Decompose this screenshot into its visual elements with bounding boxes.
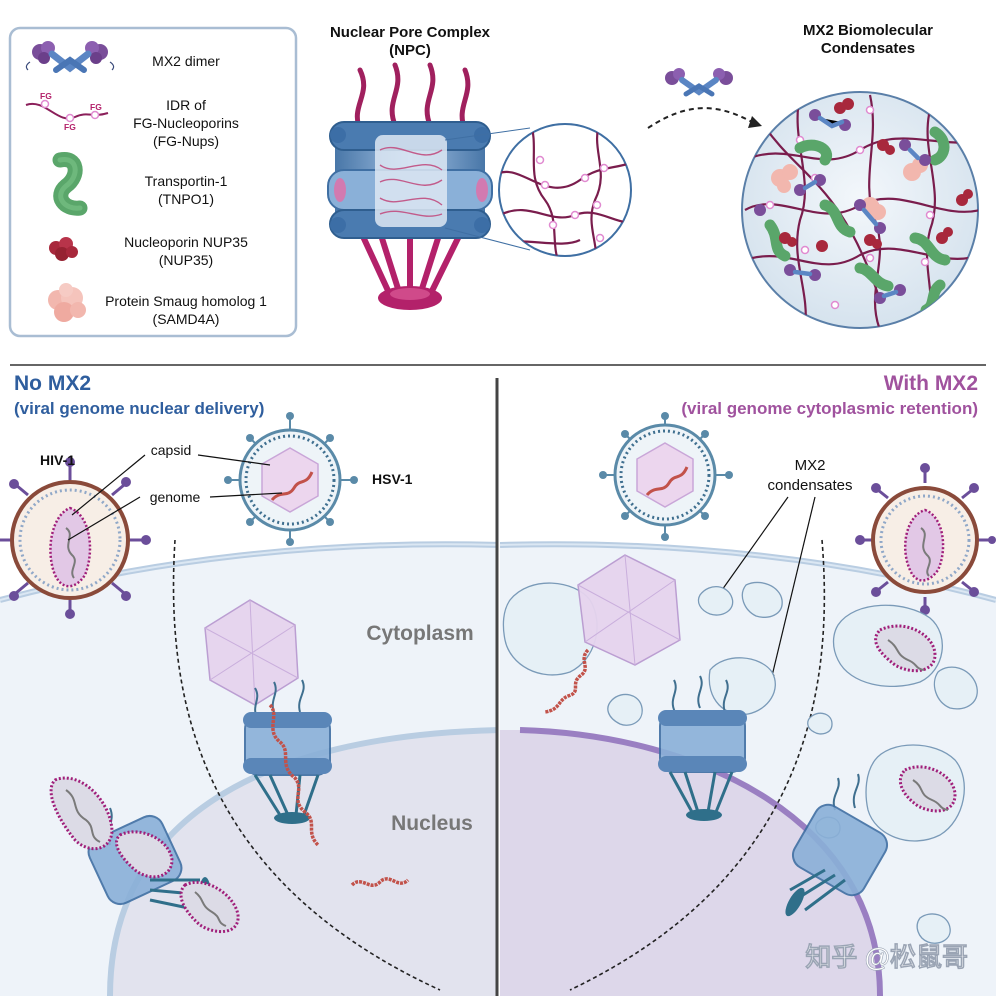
legend-label-samd4a-line2: (SAMD4A) (153, 311, 220, 327)
samd4a-icon (48, 283, 86, 322)
left-panel-heading: No MX2 (viral genome nuclear delivery) (14, 372, 264, 418)
legend-label-nup35-line1: Nucleoporin NUP35 (124, 234, 248, 250)
free-genome-left (350, 877, 410, 888)
left-heading: No MX2 (14, 372, 91, 395)
legend-label-mx2-dimer: MX2 dimer (152, 53, 220, 69)
legend: FG FG FG MX2 dimer IDR of FG-Nucleoporin… (8, 26, 298, 338)
condensate-title-line1: MX2 Biomolecular (803, 22, 933, 39)
condensate-droplet (741, 91, 979, 329)
hiv-capsid-docked (115, 830, 174, 879)
nucleus-label: Nucleus (391, 812, 473, 835)
npc-zoom-inset (444, 123, 632, 257)
legend-label-tnpo1-line1: Transportin-1 (145, 173, 228, 189)
hiv1-label-left: HIV-1 (40, 452, 75, 468)
npc-title-line2: (NPC) (389, 42, 431, 59)
callouts-left: capsid genome (67, 442, 283, 541)
left-subheading: (viral genome nuclear delivery) (14, 399, 264, 418)
fg-dots (535, 155, 609, 243)
watermark: 知乎 @松鼠哥 (805, 942, 968, 972)
hiv1-virion-right (855, 463, 996, 615)
npc-diagram (327, 62, 493, 310)
tnpo1-icon (52, 152, 88, 216)
hiv-capsid-trapped-1 (874, 624, 937, 673)
hiv-capsid-nucleus (179, 880, 240, 934)
right-subheading: (viral genome cytoplasmic retention) (681, 399, 978, 418)
npc-right-1 (658, 675, 747, 821)
fg-nup-strand-icon: FG FG FG (25, 91, 109, 132)
hsv1-virion-left: HSV-1 (224, 412, 413, 546)
hsv-capsid-retained (544, 554, 681, 714)
mx2-dimer-icon (25, 41, 115, 73)
right-panel-heading: With MX2 (viral genome cytoplasmic reten… (681, 372, 978, 418)
fg-tag-2: FG (64, 122, 76, 132)
condensate-title: MX2 Biomolecular Condensates (803, 22, 933, 57)
hsv1-virion-right (599, 412, 733, 541)
legend-label-samd4a-line1: Protein Smaug homolog 1 (105, 293, 267, 309)
fg-tag-1: FG (40, 91, 52, 101)
condensates-label-line2: condensates (767, 477, 852, 494)
hsv1-label-left: HSV-1 (372, 471, 413, 487)
condensate-title-line2: Condensates (821, 40, 915, 57)
nup35-icon (49, 237, 78, 261)
hiv-capsid-trapped-2 (899, 765, 957, 813)
npc-right-2 (785, 773, 889, 917)
condensates-label-line1: MX2 (795, 457, 826, 474)
legend-label-tnpo1-line2: (TNPO1) (158, 191, 214, 207)
fg-tag-3: FG (90, 102, 102, 112)
npc-title-line1: Nuclear Pore Complex (330, 24, 491, 41)
legend-label-fg-line1: IDR of (166, 97, 206, 113)
cytoplasm-label: Cytoplasm (366, 622, 473, 645)
capsid-label: capsid (151, 442, 191, 458)
npc-left-1 (243, 679, 332, 847)
arrow-head (748, 116, 762, 128)
dashed-arrow (647, 107, 753, 129)
hiv-capsid-cytoplasm (49, 776, 114, 851)
legend-label-fg-line3: (FG-Nups) (153, 133, 219, 149)
trajectory-dashed-right (569, 539, 826, 991)
legend-label-fg-line2: FG-Nucleoporins (133, 115, 239, 131)
legend-label-nup35-line2: (NUP35) (159, 252, 213, 268)
hiv1-virion-left: HIV-1 (0, 452, 151, 619)
genome-label: genome (150, 489, 201, 505)
right-heading: With MX2 (884, 372, 978, 395)
npc-title: Nuclear Pore Complex (NPC) (330, 24, 491, 59)
mx2-dimer-floating (665, 68, 733, 97)
